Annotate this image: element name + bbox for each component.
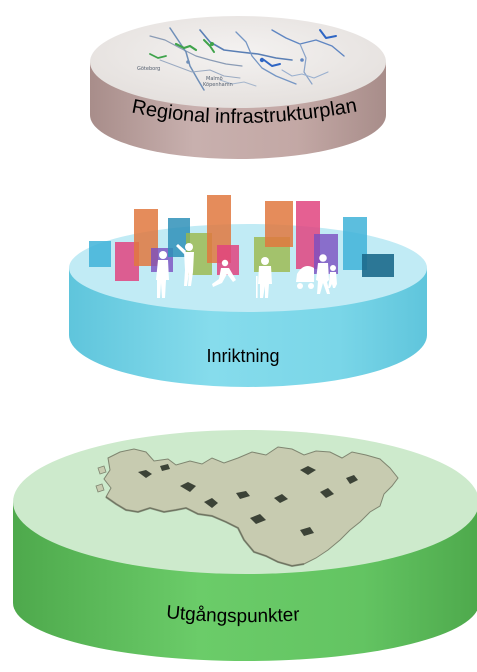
- layer-inriktning: Inriktning: [69, 195, 427, 387]
- map-label-goteborg: Göteborg: [137, 66, 160, 72]
- layer2-label: Inriktning: [206, 346, 279, 366]
- layer-utgangspunkter: Utgångspunkter: [13, 430, 477, 661]
- layer1-top: [90, 16, 386, 108]
- layer3-label: Utgångspunkter: [165, 602, 301, 627]
- layer-regional-infrastructure: Göteborg Malmö Köpenhamn Regional infras…: [90, 16, 386, 159]
- road-network-map-icon: [149, 27, 345, 91]
- map-label-malmo: Malmö: [206, 76, 223, 82]
- map-label-kopenhamn: Köpenhamn: [203, 82, 233, 88]
- region-map-icon: [95, 446, 399, 568]
- people-silhouettes-icon: [156, 243, 337, 298]
